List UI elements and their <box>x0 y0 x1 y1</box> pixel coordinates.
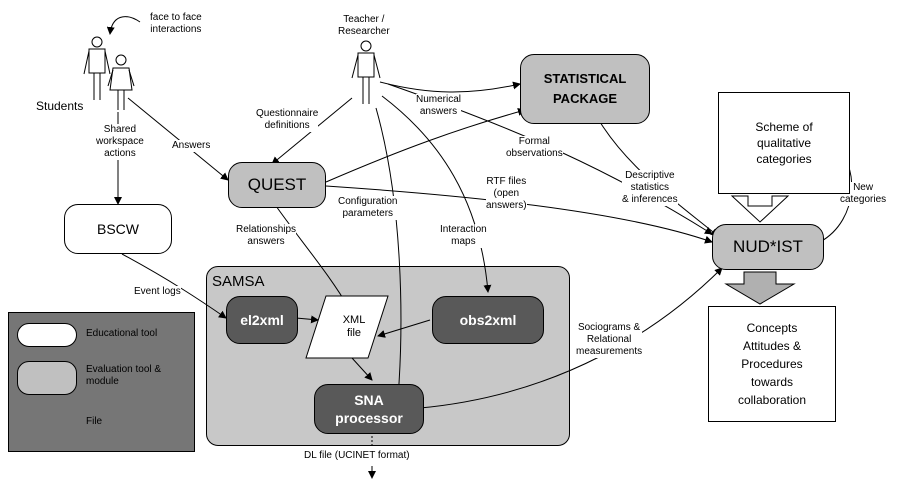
questionnaire-definitions-label: Questionnaire definitions <box>256 108 319 132</box>
bscw-node: BSCW <box>64 204 172 254</box>
edge-obs-xml <box>377 319 431 338</box>
statistical-package-node: STATISTICAL PACKAGE <box>520 54 650 124</box>
interaction-maps-label: Interaction maps <box>440 224 487 248</box>
concepts-node: Concepts Attitudes & Procedures towards … <box>708 306 836 422</box>
formal-observations-label: Formal observations <box>506 136 563 160</box>
event-logs-label: Event logs <box>134 286 181 298</box>
rtf-files-label: RTF files (open answers) <box>486 176 527 212</box>
edge-bscw-el2xml <box>121 253 227 319</box>
samsa-title: SAMSA <box>212 273 265 290</box>
quest-node: QUEST <box>228 162 326 208</box>
edge-teacher-sna <box>375 107 402 411</box>
edge-students-quest <box>127 97 229 181</box>
xml-file-label: XML file <box>342 314 366 339</box>
sociograms-label: Sociograms & Relational measurements <box>576 322 643 358</box>
legend-file-label: File <box>86 416 103 427</box>
edge-quest-xml <box>275 205 351 311</box>
nudist-node: NUD*IST <box>712 224 824 270</box>
answers-label: Answers <box>172 140 211 152</box>
configuration-parameters-label: Configuration parameters <box>338 196 398 220</box>
sna-processor-node: SNA processor <box>314 384 424 434</box>
xml-file-shape <box>305 295 389 359</box>
scheme-categories-node: Scheme of qualitative categories <box>718 92 850 194</box>
face-to-face-label: face to face interactions <box>150 12 202 35</box>
new-categories-label: New categories <box>840 182 887 206</box>
students-figure <box>83 36 135 110</box>
teacher-label: Teacher / Researcher <box>338 14 390 37</box>
students-label: Students <box>36 99 84 113</box>
legend-educational-swatch <box>17 323 77 347</box>
teacher-figure <box>351 40 381 104</box>
edge-quest-stats <box>325 108 526 183</box>
edge-face-to-face <box>106 16 141 35</box>
edge-teacher-stats <box>379 81 521 93</box>
relationships-answers-label: Relationships answers <box>236 224 297 248</box>
edge-el2xml-xml <box>295 315 319 324</box>
shared-workspace-label: Shared workspace actions <box>96 124 144 160</box>
el2xml-node: el2xml <box>226 296 298 344</box>
dl-file-label: DL file (UCINET format) <box>304 450 410 461</box>
legend-evaluation-swatch <box>17 361 77 395</box>
block-arrow-nudist-concepts <box>724 271 796 305</box>
legend-evaluation-label: Evaluation tool & module <box>86 364 162 387</box>
legend-educational-label: Educational tool <box>86 328 158 339</box>
edge-teacher-obs <box>381 95 492 293</box>
block-arrow-scheme-nudist <box>730 195 790 223</box>
obs2xml-node: obs2xml <box>432 296 544 344</box>
edge-xml-sna <box>351 357 373 381</box>
legend <box>8 312 195 452</box>
edge-quest-nudist <box>325 185 713 244</box>
numerical-answers-label: Numerical answers <box>416 94 462 118</box>
descriptive-statistics-label: Descriptive statistics & inferences <box>622 170 678 206</box>
